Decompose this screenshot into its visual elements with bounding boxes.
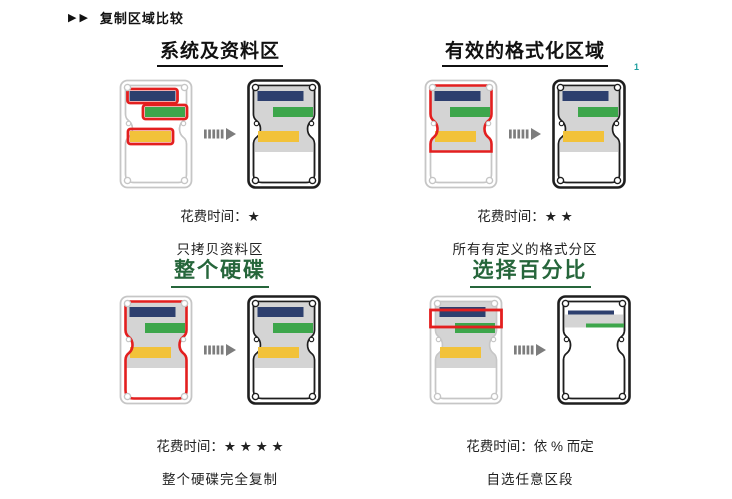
title-marker-icon: ▶▶ — [68, 12, 91, 24]
hdd-target-icon — [246, 294, 322, 406]
quadrant-whole-disk: 整个硬碟 花费时间：★ ★ ★ ★ 整个硬碟完全复制 — [80, 254, 360, 488]
quadrant-heading: 整个硬碟 — [171, 254, 269, 288]
footnote-marker: 1 — [633, 62, 639, 72]
quadrant-heading: 有效的格式化区域 — [441, 36, 608, 67]
description: 只拷贝资料区 — [176, 242, 264, 257]
description: 整个硬碟完全复制 — [162, 472, 278, 487]
hdd-target-icon — [246, 78, 322, 190]
quadrant-heading: 系统及资料区 — [156, 36, 283, 67]
drive-comparison — [118, 78, 322, 190]
description: 所有有定义的格式分区 — [452, 242, 598, 257]
hdd-source-icon — [423, 78, 499, 190]
page-title-text: 复制区域比较 — [99, 11, 184, 26]
arrow-icon — [203, 126, 237, 142]
page-title: ▶▶ 复制区域比较 — [68, 8, 184, 27]
time-label: 花费时间：依 % 而定 — [466, 439, 594, 454]
drive-comparison — [118, 294, 322, 406]
time-label: 花费时间：★ — [180, 209, 260, 224]
arrow-icon — [508, 126, 542, 142]
hdd-source-icon — [118, 294, 194, 406]
arrow-icon — [203, 342, 237, 358]
quadrant-system-data: 系统及资料区 花费时间：★ 只拷贝资料区 — [80, 36, 360, 258]
hdd-source-icon — [428, 294, 504, 406]
description: 自选任意区段 — [486, 472, 574, 487]
quadrant-formatted-area: 1 有效的格式化区域 花费时间：★ ★ 所有有定义的格式分区 — [385, 36, 665, 258]
drive-comparison — [428, 294, 632, 406]
hdd-source-icon — [118, 78, 194, 190]
quadrant-percentage: 选择百分比 花费时间：依 % 而定 自选任意区段 — [390, 254, 670, 488]
time-label: 花费时间：★ ★ ★ ★ — [156, 439, 284, 454]
drive-comparison — [423, 78, 627, 190]
arrow-icon — [513, 342, 547, 358]
time-label: 花费时间：★ ★ — [477, 209, 573, 224]
quadrant-heading: 选择百分比 — [469, 254, 591, 288]
hdd-target-icon — [551, 78, 627, 190]
hdd-target-icon — [556, 294, 632, 406]
